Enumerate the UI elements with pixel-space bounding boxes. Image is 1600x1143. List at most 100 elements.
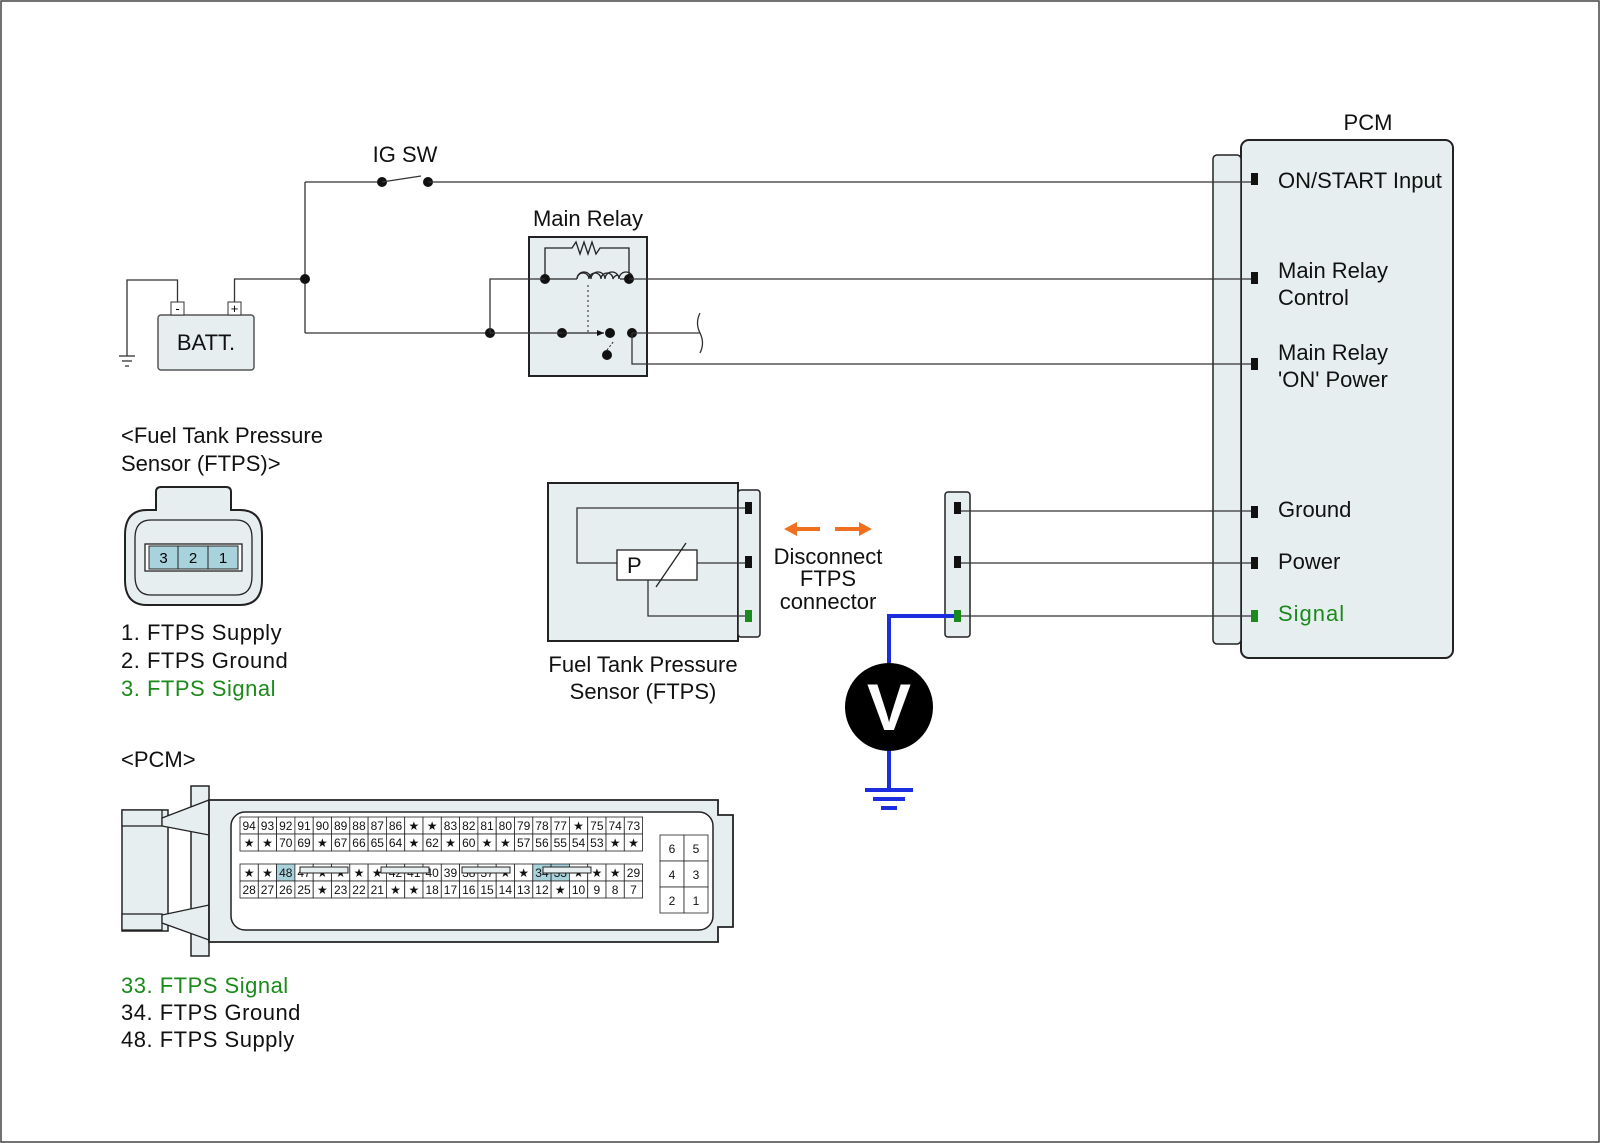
pcm-small-pin-cell (659, 860, 685, 888)
pcm-pin-label: 77 (554, 819, 568, 833)
pcm-pin-label: 26 (279, 883, 293, 897)
pcm-pin-list-item: 34. FTPS Ground (121, 1000, 301, 1025)
ftps-pin-1 (745, 502, 752, 514)
ig-switch-blade (381, 175, 422, 183)
battery (157, 314, 255, 371)
pcm-pin-label: ★ (610, 866, 621, 880)
pressure-variable-line (655, 542, 687, 588)
pin-power (1251, 557, 1258, 569)
ftps-pin-list-item: 2. FTPS Ground (121, 648, 288, 673)
pcm-pin-label: 9 (594, 883, 601, 897)
voltmeter-label: V (867, 670, 911, 744)
relay-resistor (544, 239, 630, 279)
pcm-pin-label: 39 (444, 866, 458, 880)
pin-signal (1251, 610, 1258, 622)
battery-minus: - (175, 301, 179, 316)
disconnect-note-1: Disconnect (774, 544, 883, 569)
pcm-pin-cell (623, 833, 643, 852)
ftps-pin-2 (745, 556, 752, 568)
pcm-pin-label: 79 (517, 819, 531, 833)
pcm-pin-label: 17 (444, 883, 458, 897)
pcm-pin-label: ★ (591, 866, 602, 880)
pcm-small-pin-cell (659, 834, 685, 862)
ftps-connector-title-2: Sensor (FTPS)> (121, 451, 281, 476)
terminal-power: Power (1278, 549, 1340, 574)
main-relay-label: Main Relay (533, 206, 643, 231)
ftps-sensor: P Fuel Tank Pressure Sensor (FTPS) (547, 482, 761, 704)
ftps-caption-2: Sensor (FTPS) (570, 679, 717, 704)
wire-break-icon (696, 312, 704, 354)
voltmeter-body (845, 663, 933, 751)
pcm-title: PCM (1344, 110, 1393, 135)
pcm-pin-label: ★ (354, 866, 365, 880)
pcm-pin-label: ★ (482, 836, 493, 850)
pcm-pin-label: 62 (425, 836, 439, 850)
terminal-main-relay-control-2: Control (1278, 285, 1349, 310)
pcm-pin-label: 15 (480, 883, 494, 897)
pcm-pin-label: 29 (627, 866, 641, 880)
ig-sw-label: IG SW (373, 142, 438, 167)
pcm-pin-label: 91 (297, 819, 311, 833)
pcm-pin-label: ★ (317, 883, 328, 897)
pcm-pin-label: ★ (390, 883, 401, 897)
pcm-pin-label: ★ (427, 819, 438, 833)
pcm-pin-label: ★ (610, 836, 621, 850)
pcm-pin-label: 66 (352, 836, 366, 850)
pcm-pin-label: ★ (262, 836, 273, 850)
terminal-main-relay-on-2: 'ON' Power (1278, 367, 1388, 392)
pcm-pin-label: 21 (371, 883, 385, 897)
pcm-pin-label: 16 (462, 883, 476, 897)
pcm-small-pin-label: 6 (669, 842, 676, 856)
ftps-caption-1: Fuel Tank Pressure (548, 652, 737, 677)
ftps-pin-list-item: 3. FTPS Signal (121, 676, 276, 701)
pcm-pin-label: ★ (573, 819, 584, 833)
pcm-pin-label: 83 (444, 819, 458, 833)
ftps-connector-view: <Fuel Tank Pressure Sensor (FTPS)> 3 2 1 (121, 423, 323, 606)
pcm-pin-label: 87 (371, 819, 385, 833)
pcm-pin-label: ★ (408, 883, 419, 897)
pcm-pin-label: ★ (317, 836, 328, 850)
pcm-pin-label: 75 (590, 819, 604, 833)
pcm-pin-label: ★ (445, 836, 456, 850)
pcm-pin-label: 28 (242, 883, 256, 897)
pcm-pin-label: ★ (408, 819, 419, 833)
harness-connector (944, 491, 1251, 638)
pcm-small-pin-label: 2 (669, 894, 676, 908)
pcm-pin-list-item: 33. FTPS Signal (121, 973, 289, 998)
pcm-pin-label: 54 (572, 836, 586, 850)
pcm-pin-label: 65 (371, 836, 385, 850)
pcm-pin-label: ★ (244, 866, 255, 880)
ftps-conn-pin-3-label: 3 (159, 550, 167, 567)
terminal-signal: Signal (1278, 601, 1345, 626)
pcm-pin-label: ★ (500, 836, 511, 850)
battery-label: BATT. (177, 330, 235, 355)
pcm-pin-label: 18 (425, 883, 439, 897)
pressure-element (616, 549, 698, 581)
main-relay: Main Relay (485, 206, 1251, 377)
pcm-pin-label: 60 (462, 836, 476, 850)
pcm-pin-label: ★ (262, 866, 273, 880)
pcm-pin-label: 25 (297, 883, 311, 897)
pcm-box (1240, 139, 1454, 659)
pcm-pin-label: 73 (627, 819, 641, 833)
pcm-pin-label: 53 (590, 836, 604, 850)
pcm-pin-label: 56 (535, 836, 549, 850)
pcm-small-pin-label: 5 (693, 842, 700, 856)
terminal-on-start: ON/START Input (1278, 168, 1442, 193)
pressure-element-label: P (627, 553, 642, 578)
pcm-pin-label: 89 (334, 819, 348, 833)
pin-on-start (1251, 173, 1258, 185)
pcm-pin-label: 14 (499, 883, 513, 897)
pcm-pin-label: ★ (244, 836, 255, 850)
pcm-pin-label: 94 (242, 819, 256, 833)
pin-relay-control (1251, 272, 1258, 284)
pcm-pin-label: 10 (572, 883, 586, 897)
pcm-connector-title: <PCM> (121, 747, 196, 772)
pcm-pin-label: 86 (389, 819, 403, 833)
pcm-small-pin-cell (683, 834, 709, 862)
pcm-pin-label: 82 (462, 819, 476, 833)
terminal-ground: Ground (1278, 497, 1351, 522)
